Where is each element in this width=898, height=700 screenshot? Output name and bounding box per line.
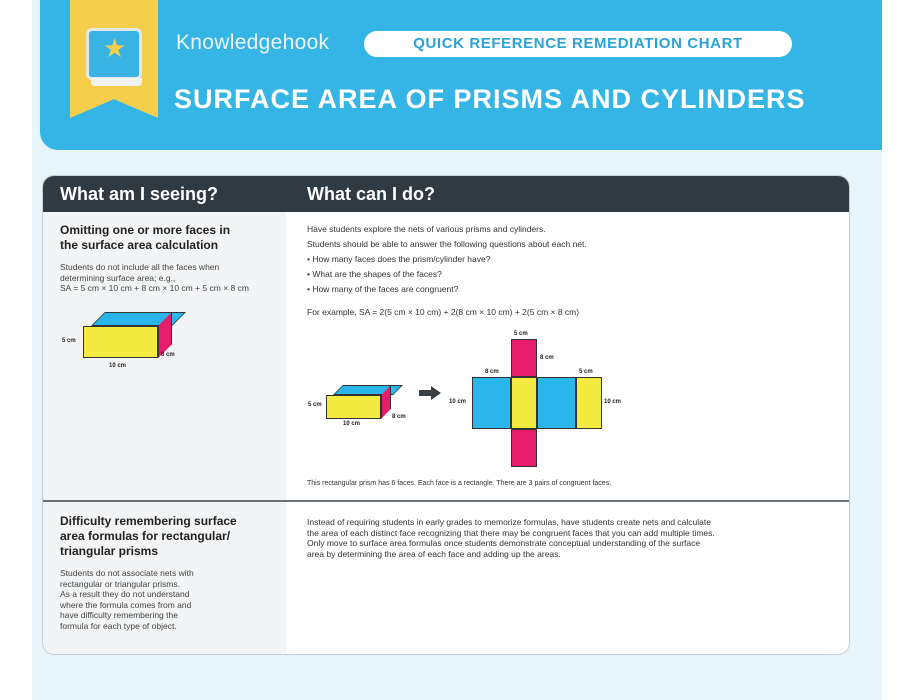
row2-desc-line: have difficulty remembering the [60,610,178,620]
row2-title-line: triangular prisms [60,544,159,558]
chart-type-badge: QUICK REFERENCE REMEDIATION CHART [364,31,792,57]
page: ★ Knowledgehook QUICK REFERENCE REMEDIAT… [32,0,882,700]
header-banner: ★ Knowledgehook QUICK REFERENCE REMEDIAT… [40,0,882,150]
remediation-table: What am I seeing? What can I do? Omittin… [42,175,850,655]
net-right-face [537,377,576,429]
row2-title-line: area formulas for rectangular/ [60,529,231,543]
net-label-5cm: 5 cm [514,331,528,337]
row1-bullet: • How many of the faces are congruent? [307,284,459,294]
row2-description: Students do not associate nets with rect… [60,568,194,631]
ribbon-badge: ★ [70,0,158,118]
label-8cm: 8 cm [392,414,406,420]
row2-text-line: Instead of requiring students in early g… [307,517,711,527]
row2-desc-line: rectangular or triangular prisms. [60,578,180,589]
arrow-right-icon [419,386,441,400]
book-icon: ★ [86,28,142,86]
net-label-10cm: 10 cm [449,399,467,405]
label-5cm: 5 cm [308,402,322,408]
net-label-10cm: 10 cm [604,399,622,405]
book-pages [91,78,142,86]
label-10cm: 10 cm [343,421,361,427]
row2-title: Difficulty remembering surface area form… [60,514,275,559]
left-column-background [43,212,286,654]
row1-description: Students do not include all the faces wh… [60,262,249,294]
net-label-8cm: 8 cm [485,369,499,375]
net-far-right-face [576,377,602,429]
row1-desc-line: determining surface area; e.g., [60,272,176,283]
row1-title-line: the surface area calculation [60,238,219,252]
row1-desc-line: Students do not include all the faces wh… [60,262,220,272]
row2-text-line: the area of each distinct face recognizi… [307,527,715,538]
row1-example: For example, SA = 2(5 cm × 10 cm) + 2(8 … [307,307,580,317]
page-title: SURFACE AREA OF PRISMS AND CYLINDERS [174,84,806,114]
net-top-face [511,339,537,377]
row2-text: Instead of requiring students in early g… [307,517,715,559]
row1-desc-line: SA = 5 cm × 10 cm + 8 cm × 10 cm + 5 cm … [60,283,249,293]
row1-title-line: Omitting one or more faces in [60,223,231,237]
row1-questions-intro: Students should be able to answer the fo… [307,239,587,249]
column-heading-seeing: What am I seeing? [60,184,219,204]
star-icon: ★ [103,33,127,63]
row2-desc-line: where the formula comes from and [60,599,192,610]
row2-desc-line: As a result they do not understand [60,589,190,599]
row2-desc-line: formula for each type of object. [60,620,177,631]
net-label-8cm: 8 cm [540,355,554,361]
net-left-face [472,377,511,429]
row2-text-line: Only move to surface area formulas once … [307,538,701,548]
net-center-face [511,377,537,429]
prism-front-face [326,395,381,419]
prism-front-face [83,326,158,358]
label-10cm: 10 cm [109,363,127,369]
row-divider [43,500,849,502]
row1-title: Omitting one or more faces in the surfac… [60,223,275,253]
net-bottom-face [511,429,537,467]
row2-text-line: area by determining the area of each fac… [307,548,561,559]
column-heading-actions: What can I do? [307,184,435,204]
row1-intro: Have students explore the nets of variou… [307,224,546,234]
brand-name: Knowledgehook [176,31,330,54]
net-label-5cm: 5 cm [579,369,593,375]
row1-bullet: • How many faces does the prism/cylinder… [307,254,491,264]
row2-desc-line: Students do not associate nets with [60,568,194,578]
table-header: What am I seeing? What can I do? [43,176,849,212]
row1-bullet: • What are the shapes of the faces? [307,269,442,279]
prism-top-face [333,385,403,395]
label-8cm: 8 cm [161,352,175,358]
net-caption: This rectangular prism has 6 faces. Each… [307,480,612,487]
label-5cm: 5 cm [62,338,76,344]
row2-title-line: Difficulty remembering surface [60,514,237,528]
